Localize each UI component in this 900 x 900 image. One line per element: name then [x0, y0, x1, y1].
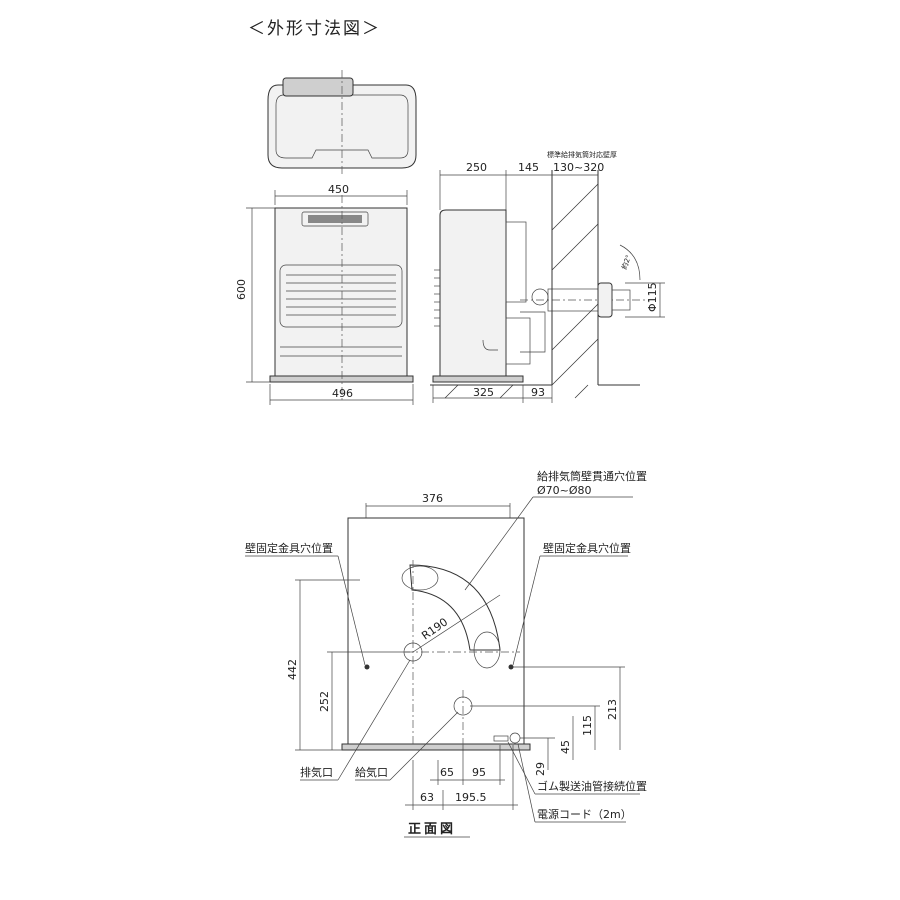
dim-height-600: 600 — [235, 279, 248, 300]
wall-bracket-label-right: 壁固定金具穴位置 — [543, 541, 631, 555]
flue-terminal — [597, 282, 613, 318]
radius-label: R190 — [419, 615, 450, 642]
dim-115: 115 — [581, 715, 594, 736]
flue-hole-size: Ø70~Ø80 — [537, 484, 592, 497]
dim-width-496: 496 — [332, 387, 353, 400]
intake-label: 給気口 — [355, 765, 388, 779]
heater-top-view — [267, 70, 417, 175]
dim-flue-diameter: Φ115 — [646, 282, 659, 312]
dim-29: 29 — [534, 762, 547, 776]
dim-wall-range: 130~320 — [553, 161, 604, 174]
back-view: 376 R190 — [341, 492, 531, 751]
wall-thickness-note: 標準給排気筒対応壁厚 — [547, 150, 617, 159]
dim-195-5: 195.5 — [455, 791, 487, 804]
dim-213: 213 — [606, 699, 619, 720]
exhaust-label: 排気口 — [300, 765, 333, 779]
dim-side-145: 145 — [518, 161, 539, 174]
wall-bracket-hole-right — [508, 664, 514, 670]
dim-side-325: 325 — [473, 386, 494, 399]
oil-pipe-port — [509, 732, 521, 744]
flue-hole-note: 給排気筒壁貫通穴位置 — [537, 469, 647, 483]
heater-side-view: 250 145 標準給排気筒対応壁厚 130~320 325 93 Φ115 約… — [430, 150, 665, 403]
wall-section — [430, 170, 640, 399]
wall-bracket-hole-left — [364, 664, 370, 670]
angle-label: 約2° — [619, 254, 633, 271]
dim-95: 95 — [472, 766, 486, 779]
dim-252: 252 — [318, 691, 331, 712]
oil-pipe-label: ゴム製送油管接続位置 — [537, 779, 647, 793]
heater-front-view: 450 600 496 — [235, 183, 414, 405]
dim-width-450: 450 — [328, 183, 349, 196]
dim-63: 63 — [420, 791, 434, 804]
control-panel — [308, 215, 362, 223]
wall-bracket-label-left: 壁固定金具穴位置 — [245, 541, 333, 555]
front-grille — [280, 274, 402, 357]
dim-442: 442 — [286, 659, 299, 680]
dim-side-250: 250 — [466, 161, 487, 174]
dim-side-93: 93 — [531, 386, 545, 399]
back-view-annotations: 給排気筒壁貫通穴位置 Ø70~Ø80 壁固定金具穴位置 壁固定金具穴位置 442… — [245, 469, 647, 838]
flue-elbow — [531, 288, 549, 306]
dim-376: 376 — [422, 492, 443, 505]
dim-45: 45 — [559, 740, 572, 754]
drawing-title: ＜外形寸法図＞ — [248, 19, 381, 39]
front-view-title: 正面図 — [408, 822, 456, 837]
dim-65: 65 — [440, 766, 454, 779]
power-cord-label: 電源コード（2m） — [537, 807, 632, 821]
